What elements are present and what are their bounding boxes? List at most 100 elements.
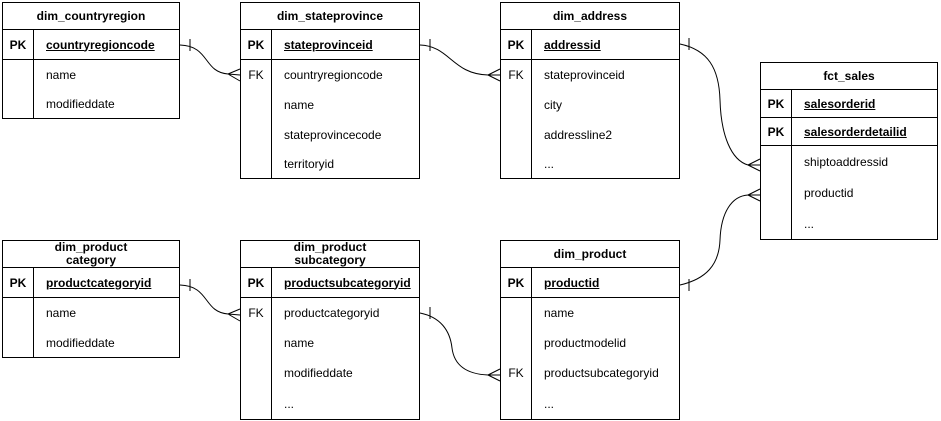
field-label: ... [544,157,555,171]
field-label: city [544,98,562,112]
badge-cell [241,388,272,419]
table-fct-sales[interactable]: fct_sales PK salesorderid PK salesorderd… [760,62,938,240]
pk-badge: PK [241,268,272,297]
many-cardinality-crowfoot-icon [227,68,241,82]
field-label: productcategoryid [284,306,380,320]
table-title: dim_countryregion [3,3,179,30]
badge-cell [3,90,34,118]
edge-countryregion-stateprovince[interactable] [179,39,241,82]
table-row: stateprovincecode [241,120,419,150]
edge-line [419,44,489,76]
table-title: fct_sales [761,63,937,90]
field-label: addressid [544,37,601,52]
badge-cell [241,328,272,358]
badge-cell [761,208,792,239]
table-row: name [241,328,419,358]
field-label: name [284,98,315,112]
badge-cell [241,150,272,178]
fk-badge: FK [501,358,532,388]
field-label: stateprovinceid [544,68,625,82]
table-row: ... [241,388,419,419]
badge-cell [501,298,532,328]
field-label: salesorderdetailid [804,124,907,139]
table-dim-countryregion[interactable]: dim_countryregion PK countryregioncode n… [2,2,180,119]
badge-cell [241,358,272,388]
field-label: modifieddate [46,335,115,350]
table-row: FK countryregioncode [241,60,419,90]
edge-productcategory-productsubcategory[interactable] [179,279,241,322]
edge-line [419,312,489,376]
many-cardinality-crowfoot-icon [747,158,761,172]
table-row: name [241,90,419,120]
badge-cell [501,328,532,358]
field-label: name [284,336,315,350]
fk-badge: FK [241,298,272,328]
table-row: name [3,298,179,328]
field-label: stateprovincecode [284,128,382,142]
table-row: PK productcategoryid [3,268,179,298]
badge-cell [501,90,532,120]
edge-stateprovince-address[interactable] [419,39,501,82]
table-row: PK addressid [501,30,679,60]
field-label: ... [284,396,295,411]
table-dim-stateprovince[interactable]: dim_stateprovince PK stateprovinceid FK … [240,2,420,179]
table-dim-product[interactable]: dim_product PK productid name productmod… [500,240,680,420]
edge-address-fctsales[interactable] [679,38,761,172]
table-row: PK salesorderdetailid [761,118,937,146]
many-cardinality-crowfoot-icon [227,308,241,322]
badge-cell [241,120,272,150]
table-row: modifieddate [3,328,179,357]
field-label: territoryid [284,157,335,171]
table-row: city [501,90,679,120]
table-title: dim_stateprovince [241,3,419,30]
table-row: FK productsubcategoryid [501,358,679,388]
field-label: ... [544,396,555,411]
table-dim-address[interactable]: dim_address PK addressid FK stateprovinc… [500,2,680,179]
pk-badge: PK [241,30,272,59]
badge-cell [501,150,532,178]
table-row: ... [761,208,937,239]
table-row: ... [501,150,679,178]
edge-line [179,44,229,75]
table-row: PK productid [501,268,679,298]
table-row: shiptoaddressid [761,146,937,177]
field-label: shiptoaddressid [804,154,889,169]
edge-product-fctsales[interactable] [679,188,761,291]
field-label: ... [804,216,815,231]
badge-cell [3,298,34,328]
field-label: stateprovinceid [284,37,373,52]
table-row: productid [761,177,937,208]
table-row: addressline2 [501,120,679,150]
pk-badge: PK [501,30,532,59]
edge-line [679,43,749,166]
field-label: productid [544,275,600,290]
field-label: productsubcategoryid [544,366,659,380]
table-row: modifieddate [241,358,419,388]
table-row: PK productsubcategoryid [241,268,419,298]
badge-cell [761,146,792,177]
edge-line [679,194,749,286]
field-label: salesorderid [804,96,876,111]
many-cardinality-crowfoot-icon [487,68,501,82]
fk-badge: FK [501,60,532,90]
pk-badge: PK [3,268,34,297]
pk-badge: PK [3,30,34,59]
edge-productsubcategory-product[interactable] [419,307,501,382]
table-row: ... [501,388,679,419]
badge-cell [501,388,532,419]
table-row: name [3,60,179,90]
table-row: FK productcategoryid [241,298,419,328]
pk-badge: PK [761,118,792,145]
fk-badge: FK [241,60,272,90]
pk-badge: PK [761,90,792,117]
badge-cell [3,60,34,90]
badge-cell [761,177,792,208]
table-row: name [501,298,679,328]
field-label: addressline2 [544,128,613,142]
table-title: dim_product [501,241,679,268]
